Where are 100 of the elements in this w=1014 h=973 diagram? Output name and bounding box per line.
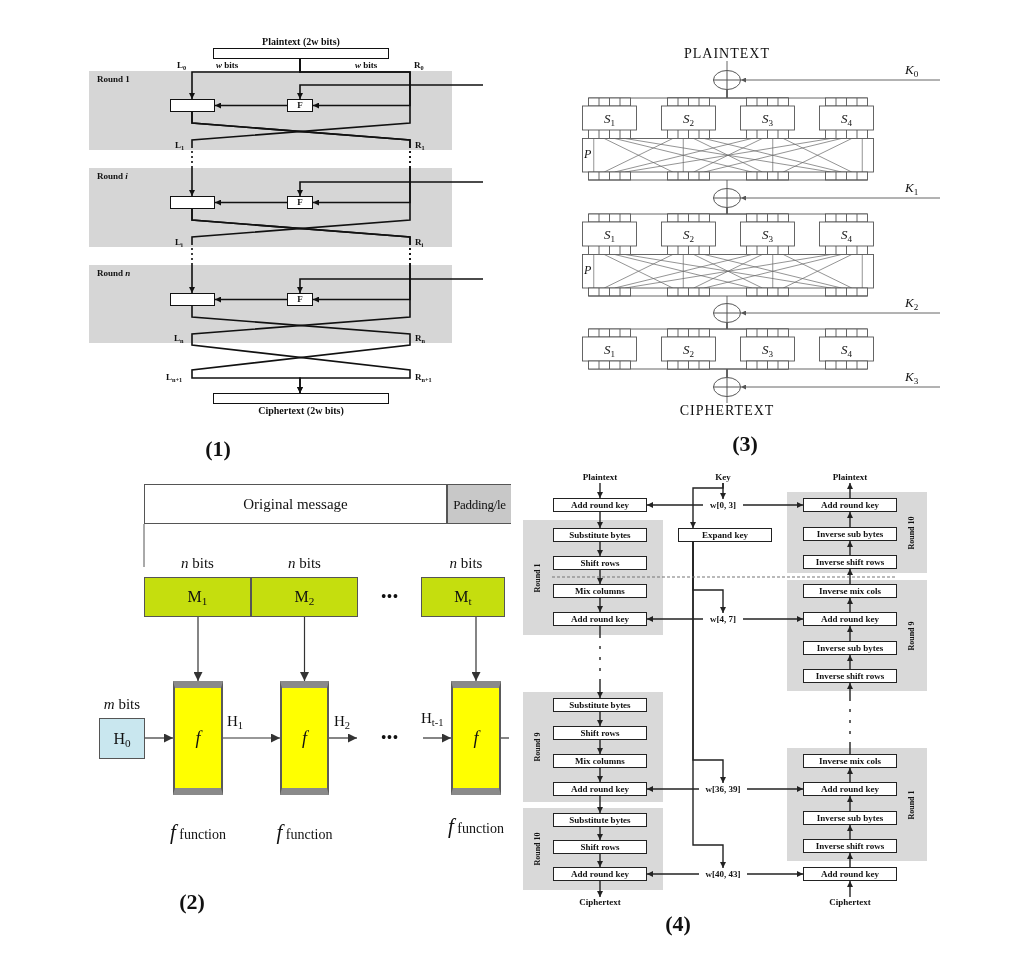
step-box: Shift rows [553, 726, 647, 740]
round-band [89, 168, 452, 247]
round-label: Round 10 [534, 832, 542, 866]
half-block-label: L$_{0}$ [177, 61, 187, 70]
connector-line [746, 129, 789, 139]
step-box: Inverse shift rows [803, 839, 897, 853]
connector-line [726, 179, 728, 189]
arrow [690, 482, 724, 529]
step-box: Add round key [553, 782, 647, 796]
arrow [597, 511, 603, 529]
half-block-label: R$_{i}$ [415, 238, 424, 247]
arrow [328, 733, 358, 743]
step-box: Substitute bytes [553, 528, 647, 542]
half-block-label: L$_{i}$ [175, 238, 183, 247]
connector-line [500, 737, 510, 739]
connector-line [726, 60, 728, 71]
step-box: Inverse shift rows [803, 669, 897, 683]
arrow [646, 786, 700, 792]
bit-width-label: w bits [355, 61, 378, 70]
arrow [189, 111, 411, 294]
step-box: Add round key [803, 867, 897, 881]
arrow [847, 540, 853, 556]
expand-key-box: Expand key [678, 528, 772, 542]
arrow [597, 711, 603, 727]
arrow [847, 824, 853, 840]
block-heading: Ciphertext (2w bits) [258, 406, 344, 416]
ciphertext-label: CIPHERTEXT [672, 403, 782, 418]
round-band [787, 492, 927, 573]
half-block-label: R$_{n}$ [415, 334, 425, 343]
step-box: Substitute bytes [553, 698, 647, 712]
connector-line [667, 129, 710, 139]
message-chunk: M$_{2}$ [251, 577, 358, 617]
step-box: Add round key [553, 867, 647, 881]
ciphertext-label: Ciphertext [827, 897, 873, 908]
message-chunk: M$_{t}$ [421, 577, 505, 617]
edge-label: H$_{2}$ [334, 714, 351, 729]
step-box: Mix columns [553, 584, 647, 598]
edge-label: H$_{t-1}$ [421, 711, 444, 726]
bit-width-label: n bits [181, 556, 214, 571]
arrow [222, 733, 281, 743]
round-label: Round 1 [908, 789, 916, 820]
round-function-box: F [287, 293, 313, 306]
block-heading: Plaintext (2w bits) [262, 37, 340, 47]
step-box: Add round key [803, 782, 897, 796]
round-key-label: K$_{3}$ [905, 370, 940, 387]
circled-plus-icon [713, 303, 741, 323]
half-block-label: R$_{0}$ [414, 61, 424, 70]
circled-plus-icon [713, 188, 741, 208]
key-word-label: w[0, 3] [703, 499, 743, 511]
arrow [193, 616, 203, 682]
step-box: Inverse mix cols [803, 754, 897, 768]
key-label: Key [713, 472, 733, 483]
key-word-label: w[36, 39] [699, 783, 747, 795]
arrow [746, 786, 804, 792]
arrow [597, 880, 603, 898]
round-band [89, 265, 452, 343]
arrow [847, 767, 853, 783]
half-block-label: L$_{n}$ [174, 334, 184, 343]
circled-plus-icon [713, 377, 741, 397]
connector-line [825, 245, 868, 255]
arrow [742, 616, 804, 622]
arrow [847, 880, 853, 898]
arrow [847, 597, 853, 613]
step-box: Add round key [803, 612, 897, 626]
arrow [597, 739, 603, 755]
key-word-label: w[4, 7] [703, 613, 743, 625]
round-function-box: F [287, 196, 313, 209]
edge-label: H$_{1}$ [227, 714, 244, 729]
ciphertext-label: Ciphertext [577, 897, 623, 908]
panel-number: (4) [665, 913, 691, 935]
connector-line [588, 245, 631, 255]
connector-line [746, 245, 789, 255]
arrow [646, 616, 704, 622]
arrow [214, 296, 288, 303]
arrow [742, 502, 804, 508]
arrow [597, 597, 603, 613]
arrow [214, 199, 288, 206]
round-label: Round 10 [908, 515, 916, 550]
round-label: Round i [97, 172, 128, 181]
bit-width-label: w bits [216, 61, 239, 70]
arrow [646, 502, 704, 508]
compression-box: f [173, 681, 223, 795]
arrow [847, 795, 853, 812]
ellipsis: ••• [381, 590, 399, 604]
arrow [847, 511, 853, 528]
round-label: Round 1 [534, 562, 542, 593]
arrow [597, 625, 603, 699]
arrow [597, 853, 603, 868]
step-box: Add round key [553, 612, 647, 626]
initial-value-block: H$_{0}$ [99, 718, 145, 759]
function-label: f function [448, 816, 504, 837]
half-block-label: L$_{n+1}$ [166, 373, 183, 382]
round-label: Round 9 [534, 732, 542, 762]
arrow [300, 616, 309, 682]
arrow [746, 871, 804, 877]
bit-width-label: n bits [288, 556, 321, 571]
arrow [597, 541, 603, 557]
step-box: Inverse sub bytes [803, 527, 897, 541]
step-box: Mix columns [553, 754, 647, 768]
connector-line [825, 129, 868, 139]
